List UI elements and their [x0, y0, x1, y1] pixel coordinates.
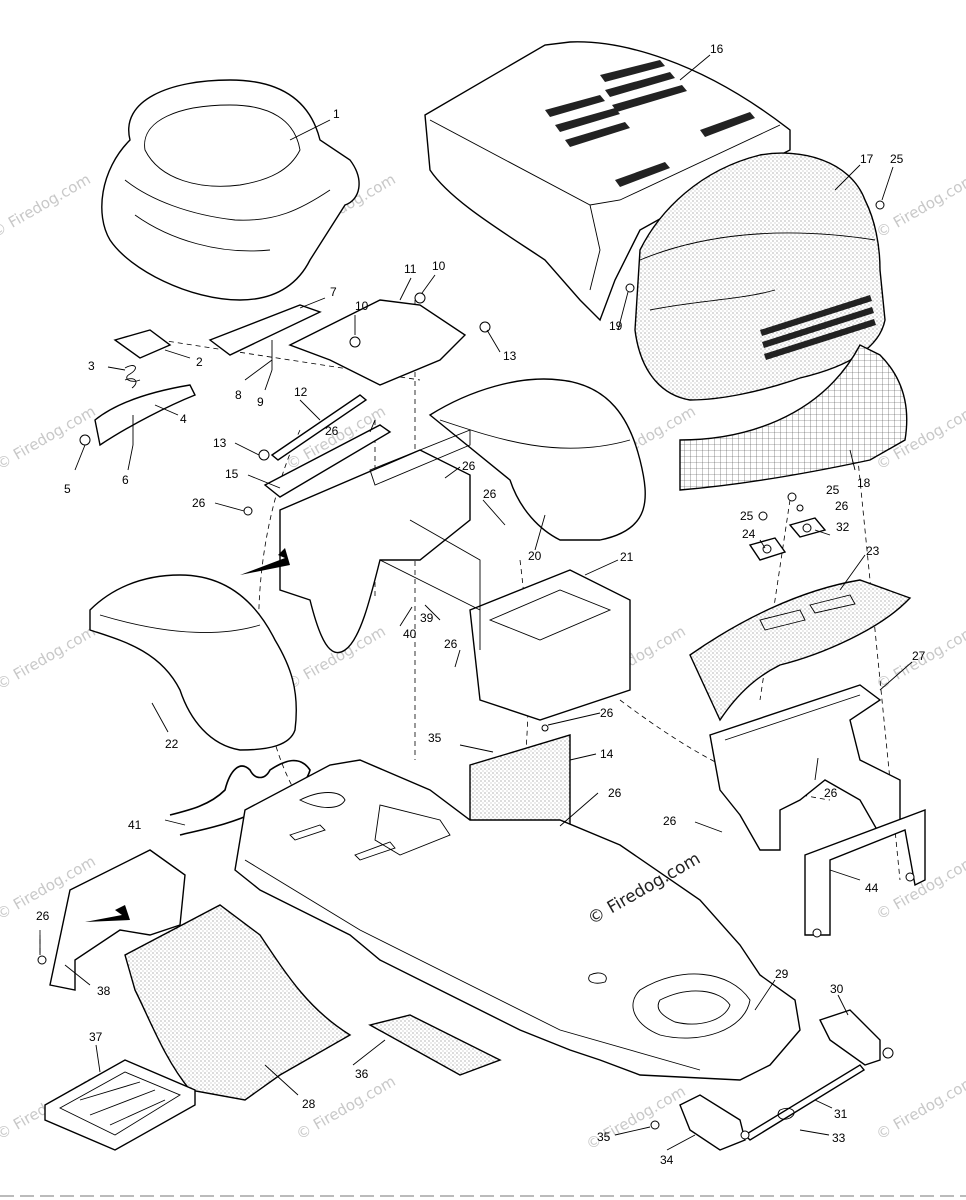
callout-label: 26	[36, 909, 50, 923]
callout-label: 41	[128, 818, 142, 832]
callout-label: 18	[857, 476, 871, 490]
callout-label: 25	[826, 483, 840, 497]
callout-label: 11	[404, 262, 417, 276]
callout-label: 17	[860, 152, 874, 166]
seat-bracket	[94, 384, 196, 447]
callout-label: 5	[64, 482, 71, 496]
callout-label: 1	[333, 107, 340, 121]
watermark: © Firedog.com	[0, 622, 99, 693]
seat-pan	[288, 299, 467, 386]
callout-label: 34	[660, 1153, 674, 1167]
callout-label: 39	[420, 611, 434, 625]
callout-label: 24	[742, 527, 756, 541]
plates	[748, 492, 827, 561]
callout-label: 25	[740, 509, 754, 523]
callout-label: 31	[834, 1107, 848, 1121]
callout-label: 40	[403, 627, 417, 641]
callout-label: 23	[866, 544, 880, 558]
callout-label: 22	[165, 737, 179, 751]
callout-label: 14	[600, 747, 614, 761]
callout-label: 33	[832, 1131, 846, 1145]
callout-label: 25	[890, 152, 904, 166]
dash-support	[709, 684, 901, 851]
watermark: © Firedog.com	[873, 170, 966, 241]
callout-label: 44	[865, 881, 879, 895]
seat-hardware	[79, 200, 885, 516]
callout-label: 15	[225, 467, 239, 481]
linkage	[650, 1009, 894, 1151]
callout-label: 13	[213, 436, 227, 450]
callout-label: 26	[824, 786, 838, 800]
callout-label: 3	[88, 359, 95, 373]
callout-label: 27	[912, 649, 926, 663]
grille-slots	[760, 295, 876, 360]
callout-label: 10	[355, 299, 369, 313]
right-fender	[428, 378, 646, 541]
watermark: © Firedog.com	[873, 1072, 966, 1143]
pivot-rod	[270, 394, 368, 461]
callout-label: 20	[528, 549, 542, 563]
callout-label: 10	[432, 259, 446, 273]
callout-label: 21	[620, 550, 634, 564]
callout-label: 2	[196, 355, 203, 369]
dash-panel	[689, 579, 912, 722]
callout-label: 36	[355, 1067, 369, 1081]
left-fender	[89, 574, 297, 751]
callout-label: 26	[600, 706, 614, 720]
callout-label: 7	[330, 285, 337, 299]
callout-label: 38	[97, 984, 111, 998]
callout-label: 19	[609, 319, 623, 333]
main-chassis	[234, 759, 801, 1081]
callout-label: 35	[428, 731, 442, 745]
front-bumper	[679, 344, 908, 491]
seat-rail	[208, 304, 322, 356]
seat	[101, 79, 360, 301]
callout-label: 30	[830, 982, 844, 996]
watermark: © Firedog.com	[0, 170, 94, 241]
callout-label: 35	[597, 1130, 611, 1144]
callout-label: 13	[503, 349, 517, 363]
arrow-icon	[240, 548, 290, 575]
support-bar	[263, 424, 392, 498]
seat-plate	[113, 329, 172, 359]
callout-label: 26	[325, 424, 339, 438]
callout-label: 26	[483, 487, 497, 501]
callout-label: 32	[836, 520, 850, 534]
leader-lines	[39, 54, 913, 1151]
callout-label: 26	[462, 459, 476, 473]
front-bracket	[804, 808, 926, 938]
callout-labels: 1 2 3 4 5 6 7 8 9 10 10 11 12 13 13 14 1…	[36, 42, 926, 1167]
callout-label: 4	[180, 412, 187, 426]
hood-front	[634, 152, 886, 401]
callout-label: 26	[608, 786, 622, 800]
callout-label: 26	[444, 637, 458, 651]
callout-label: 29	[775, 967, 789, 981]
callout-label: 26	[835, 499, 849, 513]
tray	[44, 1059, 196, 1151]
callout-label: 6	[122, 473, 129, 487]
hood-top	[424, 41, 791, 322]
pad	[368, 1014, 502, 1076]
callout-label: 8	[235, 388, 242, 402]
callout-label: 26	[663, 814, 677, 828]
direction-arrows	[85, 548, 290, 922]
callout-label: 37	[89, 1030, 103, 1044]
hood-vents	[545, 60, 755, 187]
arrow-icon	[85, 905, 130, 922]
callout-label: 28	[302, 1097, 316, 1111]
callout-label: 26	[192, 496, 206, 510]
callout-label: 12	[294, 385, 308, 399]
rear-frame	[279, 429, 631, 721]
floor-mat	[124, 904, 352, 1101]
callout-label: 9	[257, 395, 264, 409]
knob	[79, 434, 91, 446]
callout-label: 16	[710, 42, 724, 56]
spring	[124, 365, 141, 389]
